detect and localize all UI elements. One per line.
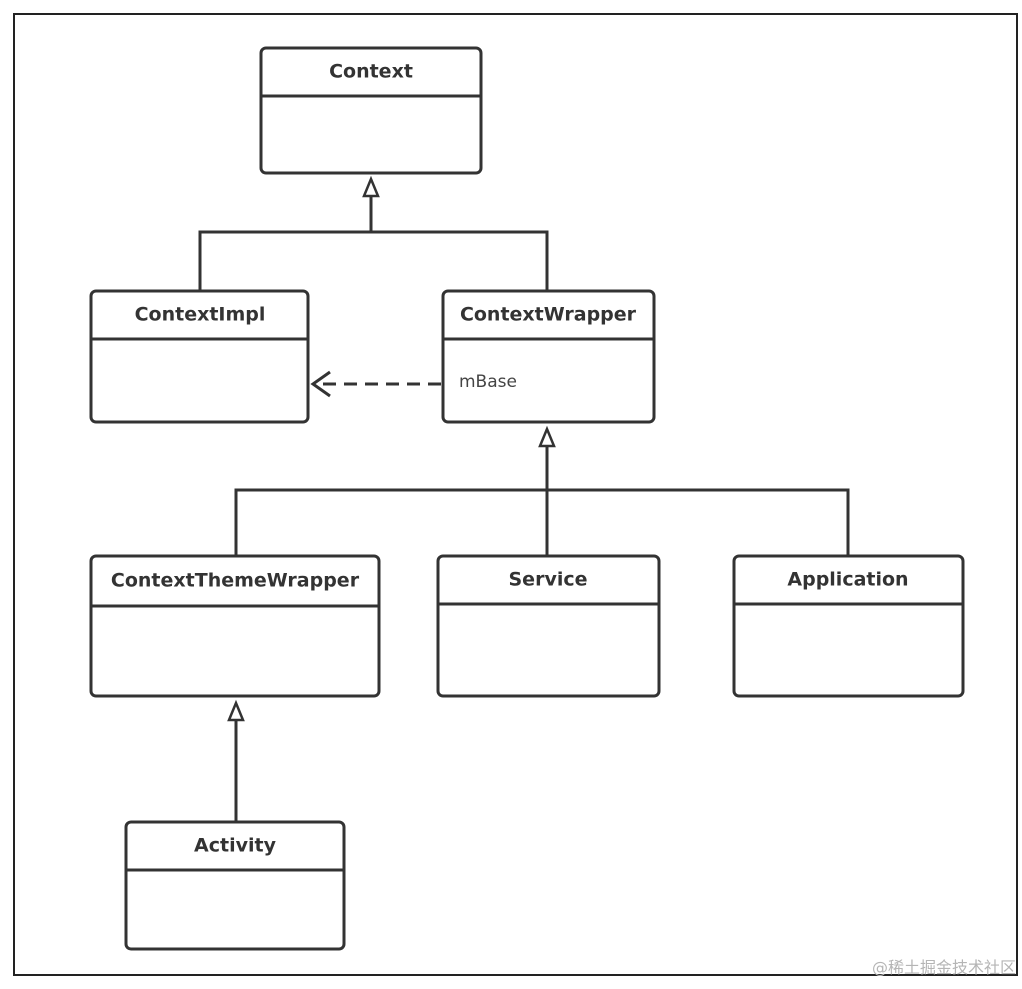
class-context: Context bbox=[259, 46, 483, 175]
class-contextwrapper: ContextWrapper mBase bbox=[441, 289, 656, 424]
composition-mbase-arrow bbox=[310, 370, 441, 398]
class-contextthemewrapper: ContextThemeWrapper bbox=[89, 554, 381, 698]
class-contextimpl: ContextImpl bbox=[89, 289, 310, 424]
inheritance-contextthemewrapper bbox=[227, 699, 245, 821]
inheritance-context bbox=[198, 175, 549, 290]
class-name: ContextWrapper bbox=[460, 304, 637, 326]
class-name: Context bbox=[329, 61, 413, 83]
class-activity: Activity bbox=[124, 820, 346, 951]
class-name: Service bbox=[509, 569, 588, 591]
class-name: ContextThemeWrapper bbox=[111, 570, 360, 592]
class-service: Service bbox=[436, 554, 661, 698]
watermark: @稀土掘金技术社区 bbox=[872, 958, 1016, 977]
class-application: Application bbox=[732, 554, 965, 698]
class-name: Application bbox=[787, 569, 908, 591]
diagram-frame bbox=[13, 13, 1018, 976]
class-name: ContextImpl bbox=[135, 304, 266, 326]
attribute-mbase: mBase bbox=[459, 372, 517, 392]
inheritance-contextwrapper bbox=[234, 425, 850, 555]
class-name: Activity bbox=[194, 835, 277, 857]
